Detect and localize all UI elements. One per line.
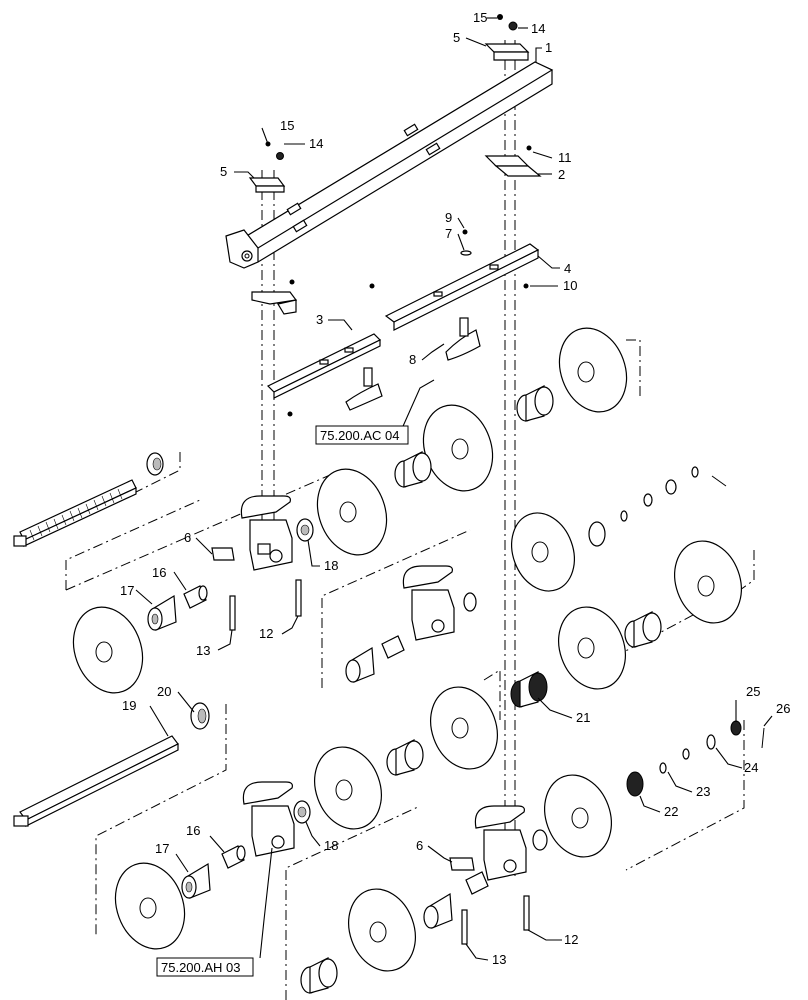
under-beam-bracket — [251, 279, 375, 315]
callout-labels: 15 14 5 1 15 14 5 11 2 9 7 4 10 3 8 6 18… — [120, 10, 790, 967]
callout-7: 7 — [445, 226, 452, 241]
end-hardware-lower — [626, 720, 765, 797]
callout-17-upper: 17 — [120, 583, 134, 598]
callout-2: 2 — [558, 167, 565, 182]
reference-box-ah[interactable]: 75.200.AH 03 — [156, 957, 254, 977]
callout-9: 9 — [445, 210, 452, 225]
callout-15-top: 15 — [473, 10, 487, 25]
callout-16-upper: 16 — [152, 565, 166, 580]
callout-4: 4 — [564, 261, 571, 276]
callout-13-lower: 13 — [492, 952, 506, 967]
callout-5-top: 5 — [453, 30, 460, 45]
washers — [293, 518, 548, 851]
callout-20: 20 — [157, 684, 171, 699]
scraper-bar-right — [384, 243, 540, 331]
callout-13-upper: 13 — [196, 643, 210, 658]
callout-6-upper: 6 — [184, 530, 191, 545]
callout-24: 24 — [744, 760, 758, 775]
scraper-bar-left — [266, 333, 382, 417]
top-hardware — [265, 14, 532, 289]
callout-8: 8 — [409, 352, 416, 367]
reference-box-ac[interactable]: 75.200.AC 04 — [315, 425, 409, 445]
callout-11: 11 — [558, 150, 572, 165]
mount-plate-top — [248, 43, 542, 193]
square-shaft-lower — [13, 702, 210, 827]
callout-18-lower: 18 — [324, 838, 338, 853]
callout-21: 21 — [576, 710, 590, 725]
reference-ah-text: 75.200.AH 03 — [161, 960, 241, 975]
lower-gang-outline — [95, 669, 745, 1000]
long-bolts — [229, 579, 530, 945]
spacers — [183, 585, 489, 895]
callout-12-lower: 12 — [564, 932, 578, 947]
callout-18-upper: 18 — [324, 558, 338, 573]
end-hardware-upper — [588, 466, 727, 547]
callout-10: 10 — [563, 278, 577, 293]
square-shaft-upper — [13, 452, 164, 547]
callout-14-left: 14 — [309, 136, 323, 151]
plates-6 — [211, 547, 475, 871]
reference-ac-text: 75.200.AC 04 — [320, 428, 400, 443]
bearing-hubs — [147, 594, 453, 929]
upper-gang-outline — [65, 339, 755, 688]
callout-15-left: 15 — [280, 118, 294, 133]
callout-22: 22 — [664, 804, 678, 819]
spools — [300, 385, 662, 994]
discs — [72, 327, 742, 972]
scraper-blades — [345, 317, 481, 411]
callout-17-lower: 17 — [155, 841, 169, 856]
callout-3: 3 — [316, 312, 323, 327]
callout-12-upper: 12 — [259, 626, 273, 641]
callout-6-lower: 6 — [416, 838, 423, 853]
callout-1: 1 — [545, 40, 552, 55]
main-frame-beam — [225, 61, 554, 269]
callout-16-lower: 16 — [186, 823, 200, 838]
callout-14-top: 14 — [531, 21, 545, 36]
callout-23: 23 — [696, 784, 710, 799]
leader-lines — [135, 17, 773, 961]
callout-26: 26 — [776, 701, 790, 716]
callout-25: 25 — [746, 684, 760, 699]
callout-5-left: 5 — [220, 164, 227, 179]
bearing-brackets — [240, 495, 527, 881]
callout-19: 19 — [122, 698, 136, 713]
